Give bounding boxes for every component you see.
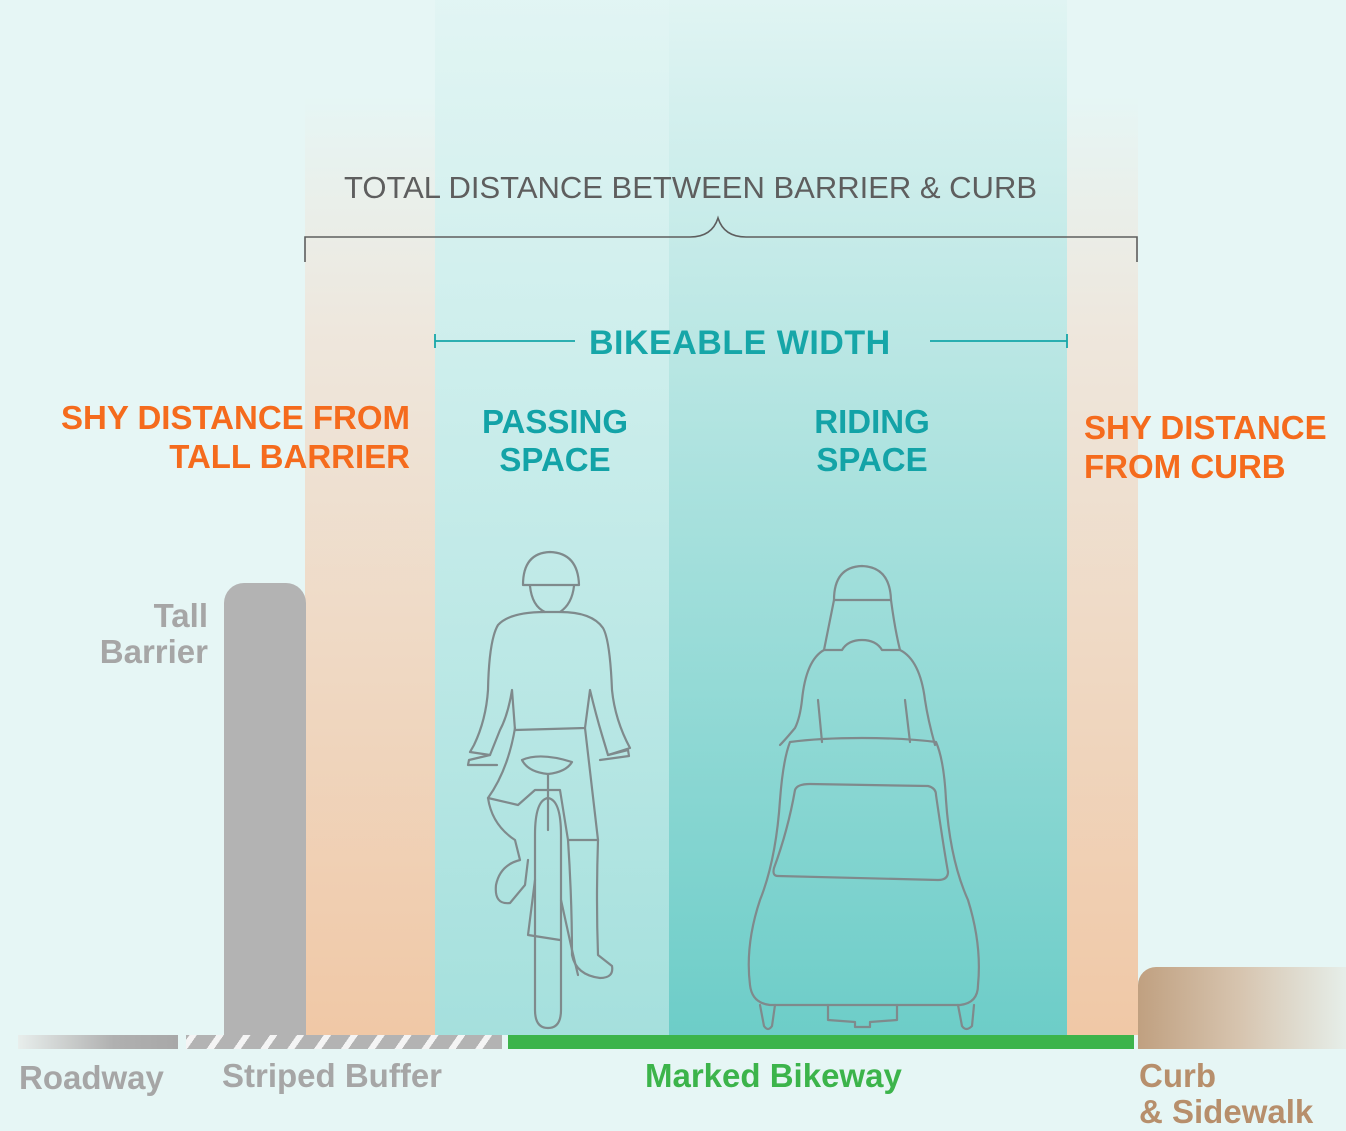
cyclist-figure	[466, 550, 632, 1030]
riding-space-label: RIDING SPACE	[772, 403, 972, 479]
shy-distance-curb-label: SHY DISTANCE FROM CURB	[1084, 408, 1327, 486]
shy-distance-curb-zone	[1067, 95, 1138, 1035]
riding-space-line2: SPACE	[816, 441, 928, 478]
total-distance-brace	[304, 215, 1138, 262]
shy-distance-barrier-line1: SHY DISTANCE FROM	[61, 399, 410, 436]
shy-distance-curb-line1: SHY DISTANCE	[1084, 409, 1327, 446]
roadway-label: Roadway	[19, 1059, 164, 1096]
striped-buffer-label: Striped Buffer	[222, 1057, 443, 1094]
curb-line2: & Sidewalk	[1139, 1093, 1314, 1130]
bikeable-width-label: BIKEABLE WIDTH	[589, 324, 891, 362]
striped-buffer-surface	[186, 1035, 502, 1049]
tall-barrier-line2: Barrier	[99, 633, 208, 670]
total-distance-label: TOTAL DISTANCE BETWEEN BARRIER & CURB	[344, 170, 1038, 205]
marked-bikeway-label: Marked Bikeway	[645, 1057, 902, 1094]
shy-distance-barrier-zone	[305, 95, 435, 1035]
tall-barrier	[224, 583, 306, 1038]
curb-sidewalk	[1138, 967, 1346, 1049]
tall-barrier-line1: Tall	[153, 597, 208, 634]
shy-distance-barrier-line2: TALL BARRIER	[169, 438, 410, 475]
curb-sidewalk-label: Curb & Sidewalk	[1139, 1058, 1313, 1130]
passing-space-label: PASSING SPACE	[455, 403, 655, 479]
passing-space-line1: PASSING	[481, 403, 629, 440]
curb-line1: Curb	[1139, 1057, 1216, 1094]
shy-distance-curb-line2: FROM CURB	[1084, 448, 1286, 485]
trailer-rider-figure	[747, 564, 980, 1031]
bikeable-width-dimension	[434, 334, 1068, 348]
marked-bikeway-surface	[508, 1035, 1134, 1049]
passing-space-zone	[435, 0, 669, 1035]
roadway-surface	[18, 1035, 178, 1049]
riding-space-line1: RIDING	[814, 403, 930, 440]
tall-barrier-label: Tall Barrier	[60, 598, 208, 670]
shy-distance-barrier-label: SHY DISTANCE FROM TALL BARRIER	[40, 398, 410, 476]
passing-space-line2: SPACE	[499, 441, 611, 478]
riding-space-zone	[669, 0, 1067, 1035]
